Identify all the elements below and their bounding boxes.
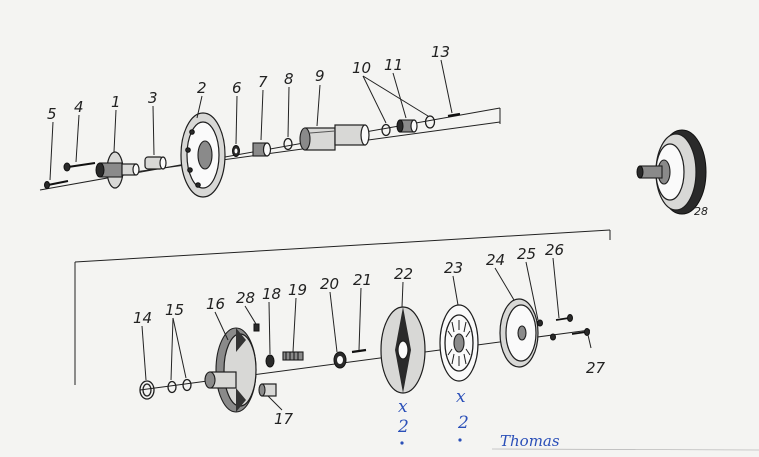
- part-23-friction-disc: [439, 304, 479, 382]
- callout-19: 19: [288, 281, 307, 299]
- callout-5: 5: [47, 105, 57, 123]
- callout-11: 11: [384, 56, 403, 74]
- part-20-washer: [333, 351, 347, 369]
- part-16-hub-cone: [204, 327, 257, 413]
- callout-9: 9: [315, 67, 325, 85]
- part-11-coupling: [396, 119, 418, 133]
- part-1-hub: [95, 151, 140, 189]
- note-23-count: 2: [457, 413, 469, 433]
- part-3-sleeve: [144, 156, 167, 170]
- callout-20: 20: [320, 275, 339, 293]
- part-19-spring-bolt: [282, 351, 304, 361]
- part-18-washer: [265, 354, 275, 368]
- part-6-washer: [232, 145, 240, 157]
- callout-24: 24: [486, 251, 505, 269]
- callout-6: 6: [232, 79, 242, 97]
- note-22-dot: [400, 441, 404, 445]
- callout-28-assembly: 28: [694, 205, 708, 218]
- leader-lines: [49, 59, 592, 411]
- part-5-screw: [44, 180, 69, 189]
- part-25-washers: [537, 319, 556, 341]
- callout-26: 26: [545, 241, 564, 259]
- handwritten-notes: x 2 x 2 Thomas: [397, 387, 759, 451]
- callout-labels: 5 4 1 3 2 6 7 8 9 10 11 13 28 14 15 16 2…: [47, 43, 708, 428]
- part-2-pulley-disc: [180, 112, 226, 198]
- note-23-times: x: [456, 387, 466, 407]
- callout-28-pin: 28: [236, 289, 255, 307]
- callout-15: 15: [165, 301, 184, 319]
- part-17-bushing: [258, 383, 277, 397]
- callout-2: 2: [197, 79, 207, 97]
- part-28-assembled-pulley: [636, 129, 707, 215]
- callout-18: 18: [262, 285, 281, 303]
- part-24-pressure-plate: [499, 298, 539, 368]
- part-15-washers: [167, 378, 192, 394]
- callout-7: 7: [258, 73, 268, 91]
- part-26-screw: [555, 314, 573, 322]
- part-10-washer-a: [381, 123, 391, 137]
- part-14-ring: [139, 380, 155, 400]
- callout-3: 3: [148, 89, 158, 107]
- part-13-pin: [447, 112, 461, 118]
- callout-10: 10: [352, 59, 371, 77]
- callout-13: 13: [431, 43, 450, 61]
- part-28-pin: [253, 323, 260, 332]
- note-signature: Thomas: [500, 432, 560, 450]
- part-22-clutch-disc: [380, 306, 426, 394]
- note-22-count: 2: [397, 417, 409, 437]
- note-22-times: x: [398, 397, 408, 417]
- part-21-pin: [351, 348, 367, 354]
- part-4-bolt: [63, 162, 96, 172]
- callout-8: 8: [284, 70, 294, 88]
- callout-14: 14: [133, 309, 152, 327]
- part-7-bushing: [252, 142, 272, 157]
- callout-1: 1: [111, 93, 121, 111]
- callout-21: 21: [353, 271, 372, 289]
- note-23-dot: [458, 438, 462, 442]
- callout-17: 17: [274, 410, 294, 428]
- part-27-screw: [571, 328, 590, 336]
- callout-22: 22: [394, 265, 413, 283]
- part-8-ring: [283, 137, 293, 151]
- callout-4: 4: [74, 98, 84, 116]
- callout-25: 25: [517, 245, 536, 263]
- part-10-washer-b: [424, 115, 436, 129]
- part-9-shaft: [299, 124, 370, 151]
- callout-23: 23: [444, 259, 463, 277]
- callout-16: 16: [206, 295, 225, 313]
- callout-27: 27: [586, 359, 606, 377]
